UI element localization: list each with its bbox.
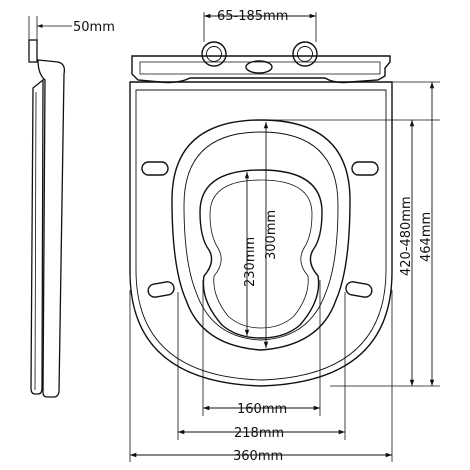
hinge-plate bbox=[131, 55, 391, 84]
label-inner-width: 160mm bbox=[237, 402, 287, 417]
label-opening-length: 300mm bbox=[264, 210, 279, 260]
bumper-bottom-right bbox=[345, 281, 373, 298]
side-view-seat bbox=[30, 78, 44, 395]
side-view bbox=[28, 16, 72, 398]
label-thickness: 50mm bbox=[73, 20, 115, 35]
hinge-center-slot bbox=[245, 60, 273, 74]
top-view bbox=[129, 41, 393, 387]
seat-outline bbox=[129, 81, 393, 387]
label-fixing-range: 420-480mm bbox=[399, 196, 414, 276]
hinge-circle-left bbox=[201, 41, 227, 67]
side-view-lid bbox=[37, 59, 66, 398]
hinge-circle-right bbox=[292, 41, 318, 67]
label-hinge-span: 65-185mm bbox=[217, 9, 288, 24]
bumper-top-right bbox=[351, 161, 379, 176]
label-opening-width: 218mm bbox=[234, 426, 284, 441]
dimension-lines bbox=[130, 13, 435, 458]
side-view-hinge bbox=[28, 39, 38, 63]
seat-opening bbox=[171, 119, 351, 351]
bumper-bottom-left bbox=[147, 281, 175, 298]
label-total-width: 360mm bbox=[233, 449, 283, 464]
label-inner-length: 230mm bbox=[243, 237, 258, 287]
bumper-top-left bbox=[141, 161, 169, 176]
extension-lines bbox=[129, 12, 440, 462]
inner-bowl bbox=[199, 169, 323, 339]
label-total-length: 464mm bbox=[419, 212, 434, 262]
